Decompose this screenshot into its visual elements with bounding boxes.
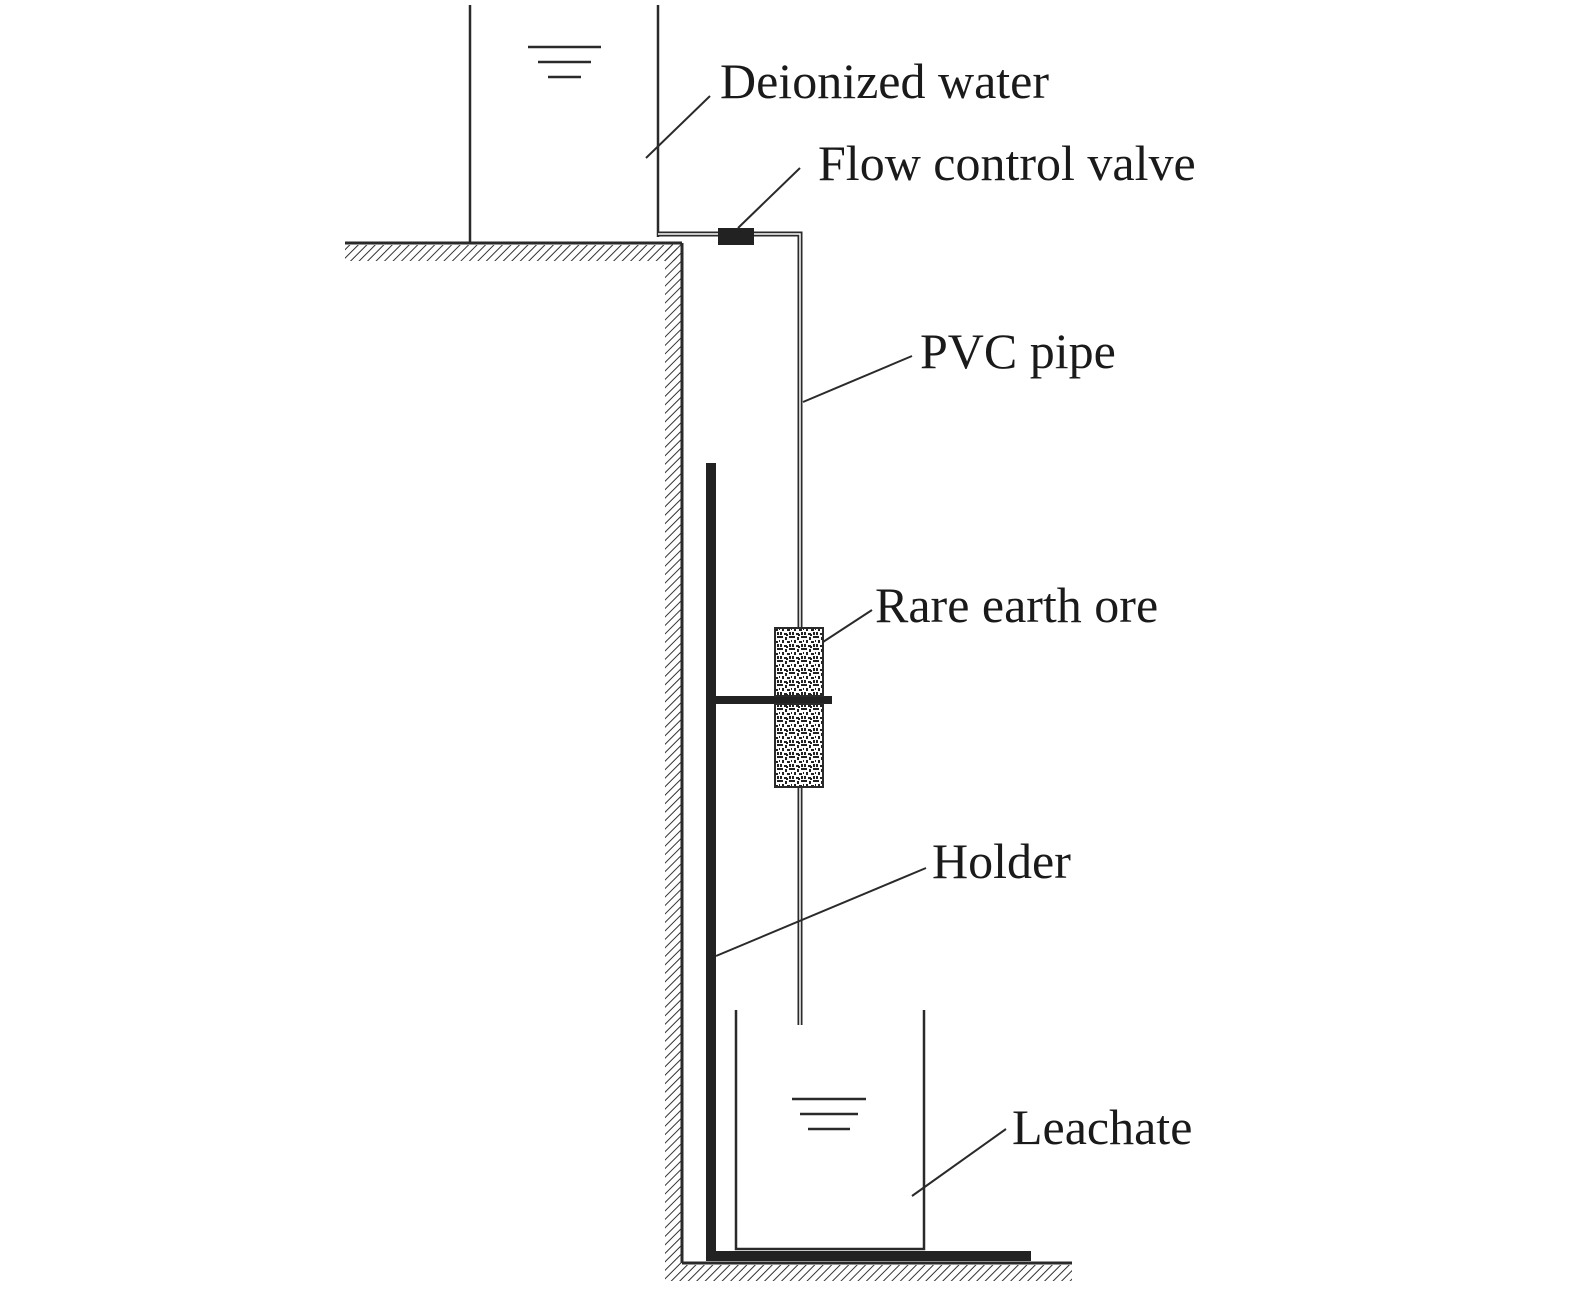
holder [706, 463, 1031, 1261]
flow-control-valve [718, 228, 754, 245]
label-deionized-water: Deionized water [720, 53, 1049, 109]
holder-base [706, 1251, 1031, 1261]
leader-flow-control-valve [737, 167, 801, 229]
leachate-beaker [734, 1010, 926, 1251]
label-holder: Holder [932, 833, 1071, 889]
lower-ground-hatch [665, 1265, 1072, 1281]
label-rare-earth-ore: Rare earth ore [875, 577, 1158, 633]
rare-earth-ore-column [774, 627, 824, 788]
label-pvc-pipe: PVC pipe [920, 323, 1116, 379]
deionized-water-tank [468, 5, 660, 243]
holder-pole [706, 463, 716, 1261]
holder-arm [706, 696, 832, 704]
leader-deionized-water [645, 95, 711, 159]
label-leachate: Leachate [1012, 1099, 1192, 1155]
leader-rare-earth-ore [822, 609, 873, 643]
leader-leachate [911, 1128, 1007, 1197]
label-flow-control-valve: Flow control valve [818, 135, 1196, 191]
leader-pvc-pipe [802, 355, 913, 403]
upper-ground-hatch [345, 245, 677, 261]
wall-hatch [665, 243, 682, 1265]
leader-holder [715, 867, 927, 957]
ore-lower-section [774, 703, 824, 788]
ore-upper-section [774, 627, 824, 697]
ground-structure [345, 241, 1072, 1281]
beaker-outline [734, 1010, 926, 1251]
leader-lines [645, 95, 1007, 1197]
